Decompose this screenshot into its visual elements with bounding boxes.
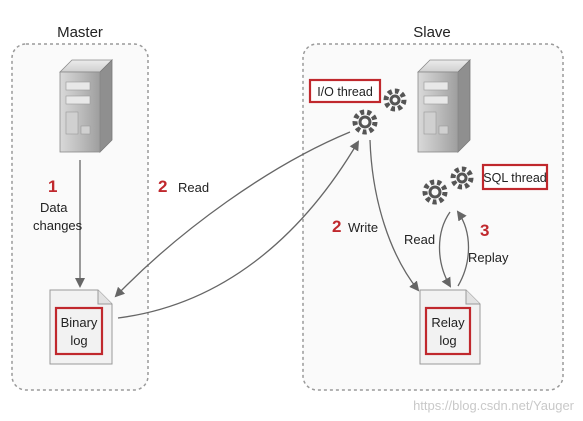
- data-changes-label-line1: Data: [40, 200, 68, 215]
- step3-number: 3: [480, 221, 489, 240]
- relay-log-label-line2: log: [439, 333, 456, 348]
- watermark: https://blog.csdn.net/Yauger: [413, 398, 575, 413]
- io-thread-label: I/O thread: [317, 85, 373, 99]
- io-thread-box: [308, 78, 382, 104]
- step2-write-number: 2: [332, 217, 341, 236]
- master-title: Master: [57, 24, 103, 41]
- slave-panel: [302, 43, 564, 391]
- relay-log-highlight: [424, 306, 472, 356]
- data-changes-label-line2: changes: [33, 218, 83, 233]
- replay-label: Replay: [468, 250, 509, 265]
- write-arrow: [369, 139, 420, 292]
- slave-server-icon: [417, 59, 471, 153]
- slave-title: Slave: [413, 24, 451, 41]
- sql-thread-box: [481, 163, 549, 191]
- step1-number: 1: [48, 177, 57, 196]
- binary-log-label-line1: Binary: [61, 315, 98, 330]
- relay-log-label-line1: Relay: [431, 315, 465, 330]
- binary-log-highlight: [54, 306, 104, 356]
- master-server-icon: [59, 59, 113, 153]
- relay-read-arrow: [438, 211, 452, 288]
- binary-log-document: Binary log: [49, 289, 113, 365]
- sql-thread-gear-icon: [422, 166, 474, 205]
- write-label: Write: [348, 220, 378, 235]
- io-thread-gear-icon: [352, 88, 407, 135]
- read-return-arrow: [114, 131, 351, 298]
- step2-read-number: 2: [158, 177, 167, 196]
- relay-read-label: Read: [404, 232, 435, 247]
- sql-thread-label: SQL thread: [483, 171, 547, 185]
- read-label: Read: [178, 180, 209, 195]
- relay-log-document: Relay log: [419, 289, 481, 365]
- replay-arrow: [456, 210, 470, 287]
- binary-log-label-line2: log: [70, 333, 87, 348]
- read-request-arrow: [117, 140, 360, 319]
